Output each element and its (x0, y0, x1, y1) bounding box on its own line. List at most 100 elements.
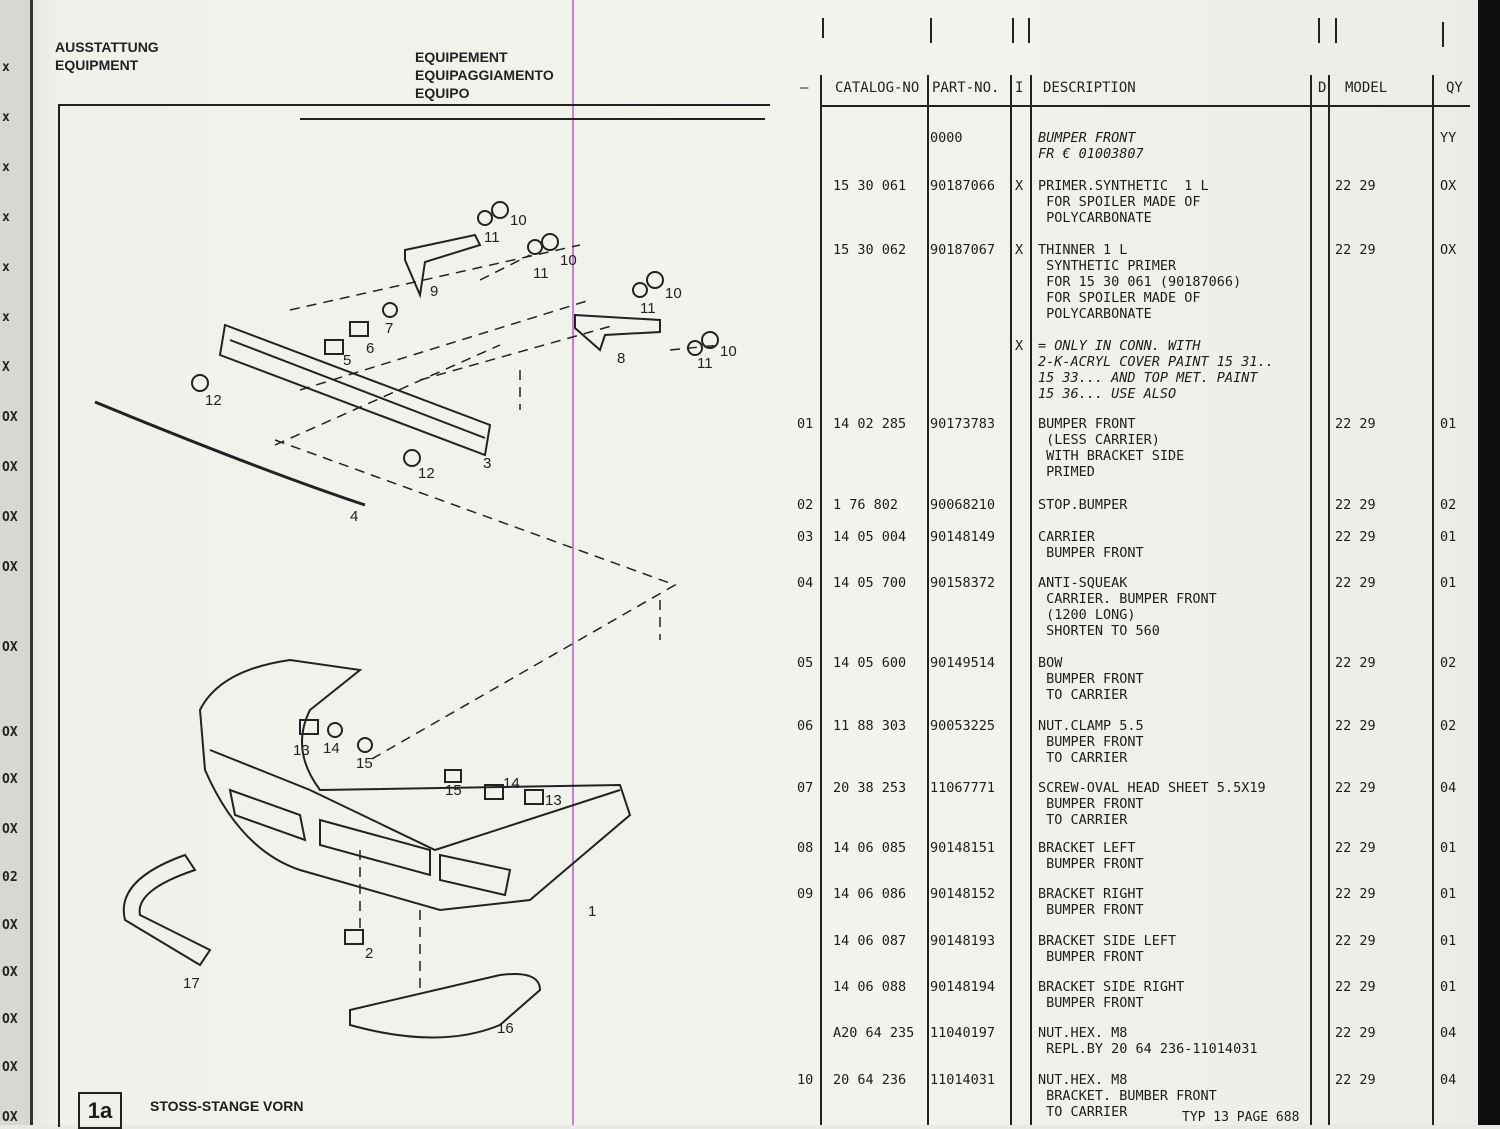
cell-catalog: 20 64 236 (833, 1072, 907, 1088)
cell-catalog: 14 06 088 (833, 979, 907, 995)
cell-part: 90053225 (930, 718, 996, 734)
cell-part: 90148152 (930, 886, 996, 902)
top-tick (930, 18, 932, 43)
cell-part: 90068210 (930, 497, 996, 513)
bracket-right (574, 313, 661, 352)
washer-part (701, 331, 719, 349)
cell-qty: OX (1440, 178, 1457, 194)
callout-label: 4 (350, 508, 359, 525)
cell-model: 22 29 (1335, 886, 1376, 902)
top-tick (1335, 18, 1337, 43)
margin-mark: OX (2, 918, 18, 933)
col-rule-i (1030, 75, 1032, 1125)
col-rule-model (1432, 75, 1434, 1125)
clip-part-14 (327, 722, 343, 738)
top-tick (1012, 18, 1014, 43)
washer-part (491, 201, 509, 219)
cell-model: 22 29 (1335, 497, 1376, 513)
cell-pos: 06 (797, 718, 814, 734)
cell-catalog: A20 64 235 (833, 1025, 915, 1041)
carrier-bar (218, 323, 492, 457)
margin-mark: x (2, 60, 10, 75)
callout-label: 13 (545, 792, 562, 809)
col-qty-header: QY (1446, 80, 1463, 96)
callout-label: 3 (483, 455, 492, 472)
cell-description: NUT.HEX. M8 REPL.BY 20 64 236-11014031 (1038, 1025, 1258, 1057)
callout-label: 9 (430, 283, 439, 300)
cell-description: BOW BUMPER FRONT TO CARRIER (1038, 655, 1144, 703)
clip-part-14 (484, 784, 504, 800)
section-es: EQUIPO (415, 85, 470, 101)
cell-pos: 03 (797, 529, 814, 545)
cell-qty: 04 (1440, 1072, 1457, 1088)
margin-mark: x (2, 210, 10, 225)
cell-description: BRACKET SIDE LEFT BUMPER FRONT (1038, 933, 1177, 965)
bumper-cover-crease (209, 749, 621, 852)
cell-model: 22 29 (1335, 840, 1376, 856)
cell-catalog: 14 05 700 (833, 575, 907, 591)
margin-mark: OX (2, 560, 18, 575)
cell-description: NUT.CLAMP 5.5 BUMPER FRONT TO CARRIER (1038, 718, 1144, 766)
cell-description: THINNER 1 L SYNTHETIC PRIMER FOR 15 30 0… (1038, 242, 1242, 322)
margin-mark: x (2, 110, 10, 125)
margin-mark: OX (2, 1110, 18, 1125)
top-tick (1318, 18, 1320, 43)
cell-pos: 08 (797, 840, 814, 856)
cell-part: 11040197 (930, 1025, 996, 1041)
cell-description: NUT.HEX. M8 BRACKET. BUMBER FRONT TO CAR… (1038, 1072, 1217, 1120)
clip-part-15 (357, 737, 373, 753)
callout-label: 1 (588, 903, 597, 920)
margin-mark: x (2, 310, 10, 325)
cell-part: 0000 (930, 130, 963, 146)
cell-description: BRACKET LEFT BUMPER FRONT (1038, 840, 1144, 872)
margin-mark: 02 (2, 870, 18, 885)
col-description-header: DESCRIPTION (1043, 80, 1136, 96)
right-screen-edge (1478, 0, 1500, 1125)
cell-description: STOP.BUMPER (1038, 497, 1128, 513)
figure-number: 1a (78, 1092, 122, 1129)
clip-part-13 (299, 719, 319, 735)
cell-model: 22 29 (1335, 718, 1376, 734)
anti-squeak-strip (94, 400, 366, 507)
cell-model: 22 29 (1335, 416, 1376, 432)
cell-catalog: 15 30 062 (833, 242, 907, 258)
margin-mark: x (2, 160, 10, 175)
cell-model: 22 29 (1335, 780, 1376, 796)
callout-label: 10 (665, 285, 682, 302)
cell-part: 90187066 (930, 178, 996, 194)
washer-part (541, 233, 559, 251)
callout-label: 13 (293, 742, 310, 759)
cell-part: 90158372 (930, 575, 996, 591)
cell-part: 90173783 (930, 416, 996, 432)
top-tick (1028, 18, 1030, 43)
margin-mark: OX (2, 1012, 18, 1027)
cell-pos: 07 (797, 780, 814, 796)
cell-pos: 02 (797, 497, 814, 513)
nut-clamp-part (324, 339, 344, 355)
cell-catalog: 14 05 600 (833, 655, 907, 671)
margin-mark: OX (2, 410, 18, 425)
stop-bumper-2 (344, 929, 364, 945)
callout-label: 12 (205, 392, 222, 409)
cell-part: 11014031 (930, 1072, 996, 1088)
callout-label: 11 (533, 265, 549, 282)
callout-label: 11 (697, 355, 713, 372)
col-model-header: MODEL (1345, 80, 1388, 96)
margin-mark: OX (2, 1060, 18, 1075)
nut-part (477, 210, 493, 226)
spoiler-side-17 (122, 853, 212, 967)
margin-mark: OX (2, 725, 18, 740)
cell-part: 90187067 (930, 242, 996, 258)
cell-model: 22 29 (1335, 242, 1376, 258)
callout-label: 14 (323, 740, 340, 757)
cell-qty: 01 (1440, 840, 1457, 856)
section-title-fr-it-es: EQUIPEMENT EQUIPAGGIAMENTO EQUIPO (415, 48, 554, 102)
margin-mark: OX (2, 460, 18, 475)
cell-qty: 01 (1440, 933, 1457, 949)
cell-part: 90148194 (930, 979, 996, 995)
bow-part (349, 321, 369, 337)
bumper-exploded-diagram (94, 201, 721, 1039)
cell-catalog: 14 06 086 (833, 886, 907, 902)
cell-model: 22 29 (1335, 979, 1376, 995)
callout-label: 6 (366, 340, 375, 357)
